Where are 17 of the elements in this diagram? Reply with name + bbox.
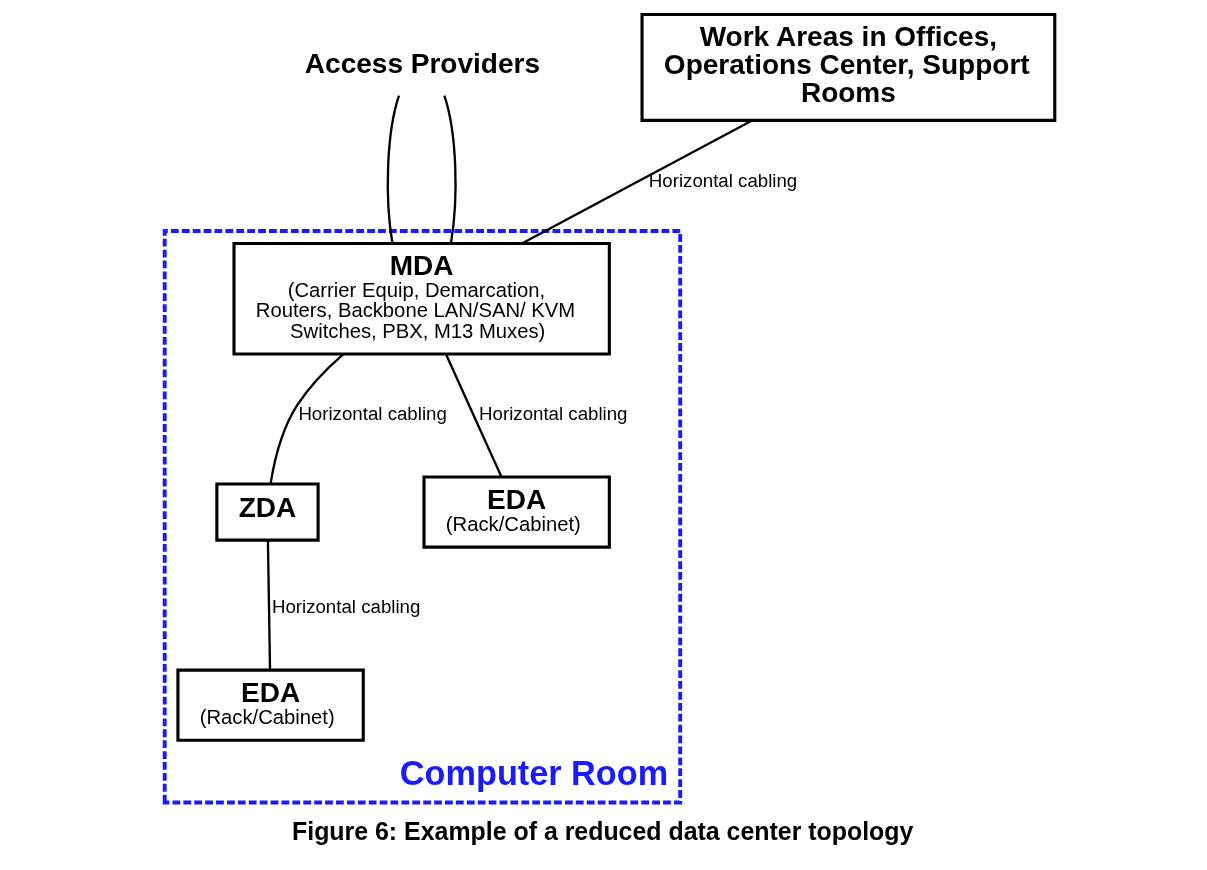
connector	[269, 353, 345, 484]
edge-label: Horizontal cabling	[298, 403, 447, 425]
connector	[443, 95, 457, 244]
edge-label: Horizontal cabling	[479, 403, 628, 425]
node-box: EDA (Rack/Cabinet)	[422, 475, 611, 549]
edge-label: Horizontal cabling	[648, 169, 798, 191]
node-box: MDA (Carrier Equip, Demarcation, Routers, Backbone LAN/SAN/ KVM Switches, PBX, M13 Muxes)	[232, 241, 611, 356]
edge-label: Horizontal cabling	[271, 596, 421, 618]
connector	[522, 119, 753, 245]
node-box: EDA (Rack/Cabinet)	[176, 668, 365, 742]
node-box: ZDA	[215, 482, 320, 542]
connector	[445, 353, 503, 478]
node-box: Work Areas in Offices, Operations Center, Support Rooms	[640, 12, 1057, 122]
connector	[386, 95, 401, 244]
caption: Figure 6: Example of a reduced data center topology	[292, 816, 914, 845]
node-text: Access Providers	[304, 47, 541, 79]
connector	[266, 540, 272, 670]
